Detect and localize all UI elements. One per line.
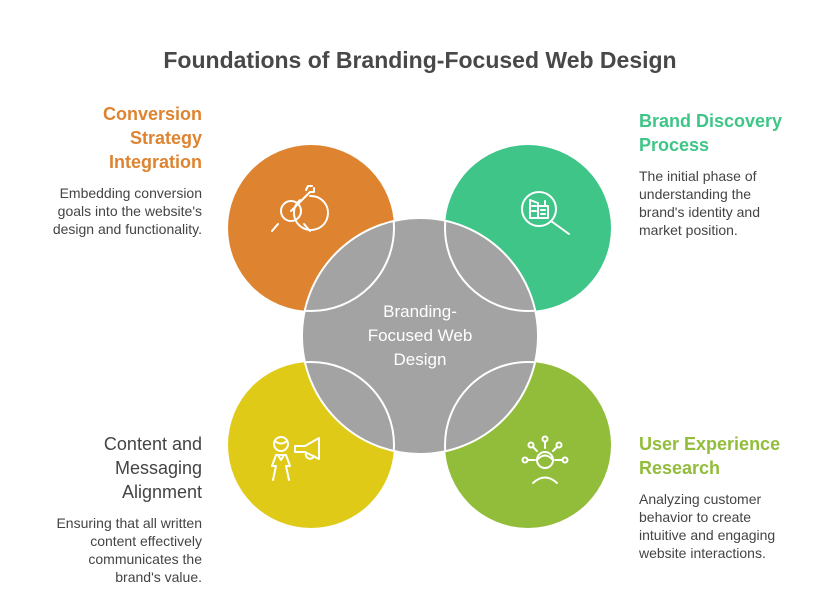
center-label-line: Focused Web: [367, 326, 473, 345]
item-description: The initial phase of understanding the b…: [639, 167, 829, 239]
item-heading: Content and Messaging Alignment: [20, 432, 202, 504]
overlap-outlines: [302, 218, 538, 454]
heading-line: Integration: [109, 152, 202, 172]
description-line: Ensuring that all written: [56, 515, 202, 531]
description-line: Analyzing customer: [639, 491, 762, 507]
circle-center: [301, 217, 539, 455]
description-line: The initial phase of: [639, 168, 757, 184]
description-line: communicates the: [88, 551, 202, 567]
description-line: content effectively: [90, 533, 202, 549]
item-description: Ensuring that all written content effect…: [20, 514, 202, 586]
user-network-icon: [521, 435, 569, 484]
description-line: behavior to create: [639, 509, 752, 525]
person-megaphone-icon: [271, 436, 320, 481]
description-line: intuitive and engaging: [639, 527, 776, 543]
description-line: Embedding conversion: [59, 185, 202, 201]
description-line: understanding the: [639, 186, 752, 202]
heading-line: Process: [639, 135, 710, 155]
item-ux: User Experience Research Analyzing custo…: [639, 432, 829, 562]
item-heading: User Experience Research: [639, 432, 829, 480]
description-line: brand's value.: [115, 569, 202, 585]
item-conversion: Conversion Strategy Integration Embeddin…: [20, 102, 202, 238]
heading-line: Brand Discovery: [639, 111, 783, 131]
description-line: brand's identity and: [639, 204, 760, 220]
description-line: design and functionality.: [52, 221, 202, 237]
description-line: website interactions.: [639, 545, 766, 561]
heading-line: Conversion: [102, 104, 202, 124]
heading-line: Messaging: [114, 458, 202, 478]
heading-line: Content and: [103, 434, 202, 454]
heading-line: Research: [639, 458, 721, 478]
item-content: Content and Messaging Alignment Ensuring…: [20, 432, 202, 586]
diagram-title: Foundations of Branding-Focused Web Desi…: [163, 47, 677, 73]
item-discovery: Brand Discovery Process The initial phas…: [639, 109, 829, 239]
description-line: goals into the website's: [57, 203, 202, 219]
center-label: Branding- Focused Web Design: [340, 300, 500, 372]
item-description: Embedding conversion goals into the webs…: [20, 184, 202, 238]
heading-line: User Experience: [639, 434, 781, 454]
magnifier-building-icon: [521, 191, 570, 235]
description-line: market position.: [639, 222, 738, 238]
target-arrow-icon: [271, 185, 329, 232]
center-label-line: Design: [393, 350, 447, 369]
item-heading: Conversion Strategy Integration: [20, 102, 202, 174]
heading-line: Strategy: [129, 128, 202, 148]
item-heading: Brand Discovery Process: [639, 109, 829, 157]
heading-line: Alignment: [121, 482, 202, 502]
center-label-line: Branding-: [383, 302, 457, 321]
item-description: Analyzing customer behavior to create in…: [639, 490, 829, 562]
